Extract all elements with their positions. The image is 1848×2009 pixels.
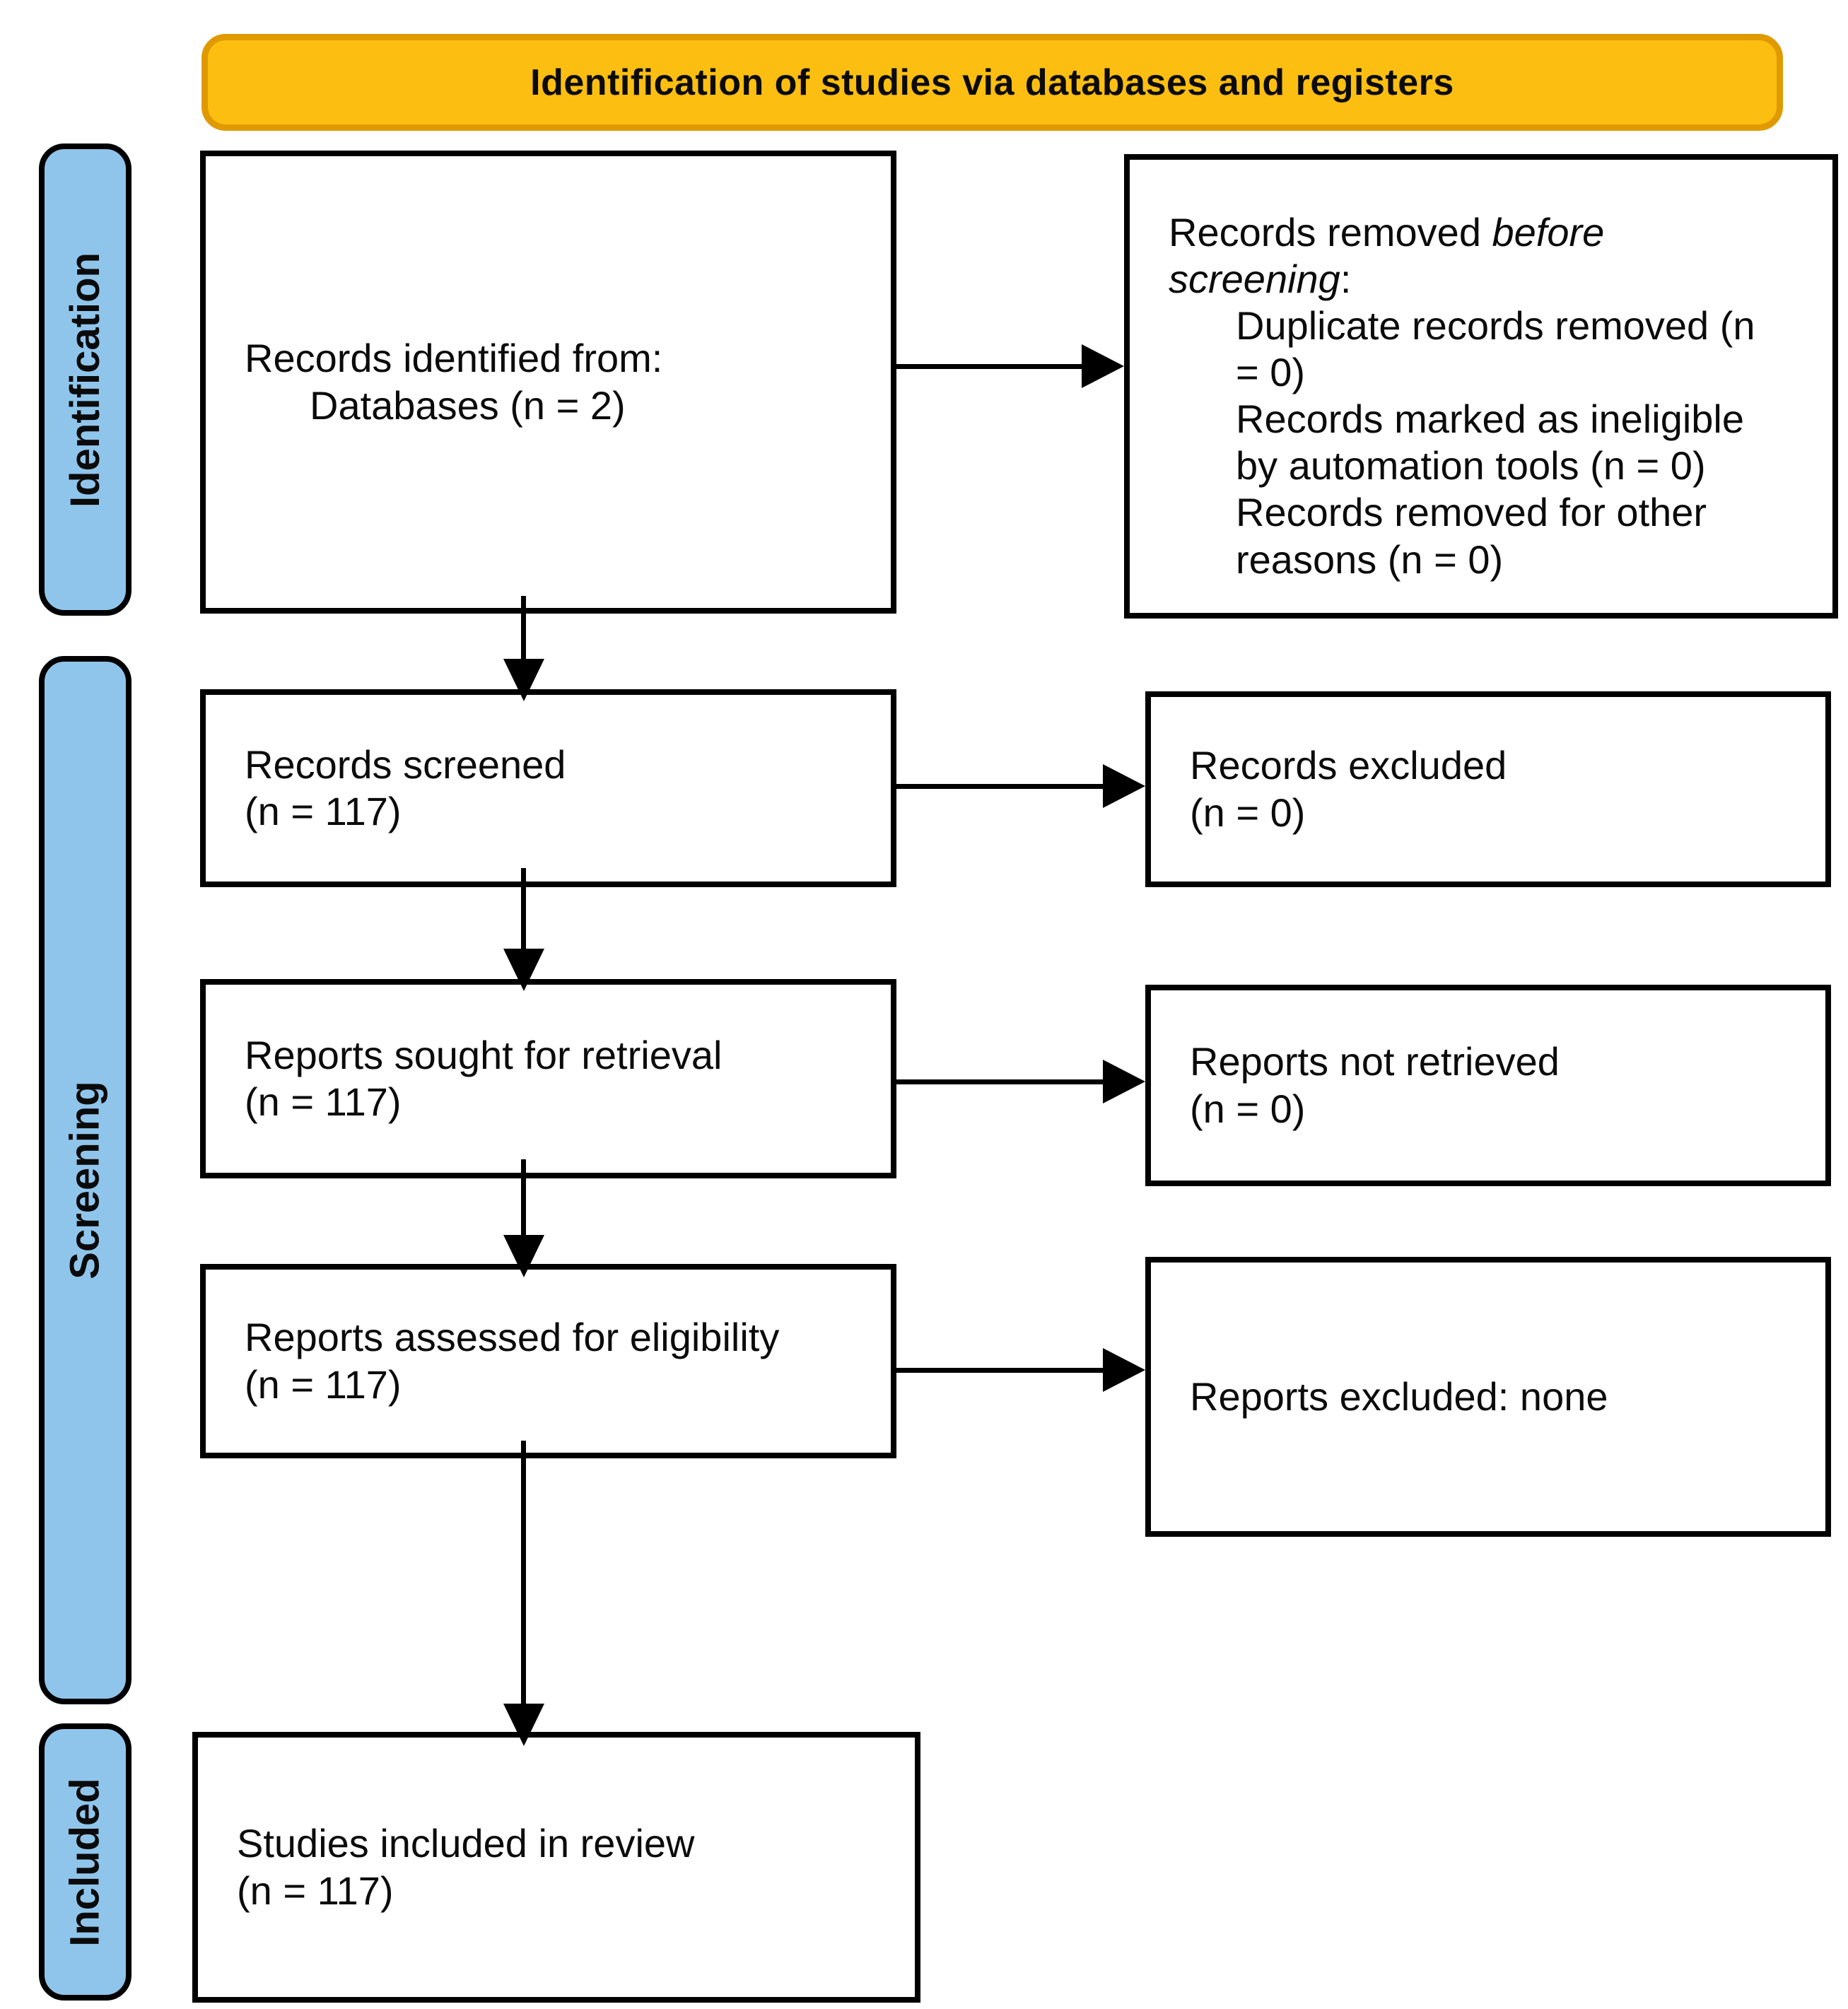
records-excluded-line1: Records excluded: [1190, 743, 1507, 788]
reports-excluded-line1: Reports excluded: none: [1190, 1374, 1608, 1419]
records-identified-line2: Databases (n = 2): [310, 382, 626, 428]
box-reports-assessed-text: Reports assessed for eligibility (n = 11…: [206, 1314, 891, 1407]
box-records-identified: Records identified from: Databases (n = …: [200, 151, 896, 614]
reports-assessed-line1: Reports assessed for eligibility: [245, 1315, 780, 1360]
arrow-line: [896, 784, 1107, 789]
arrowhead-down-icon: [503, 1704, 544, 1746]
records-removed-intro: Records removed before screening:: [1169, 209, 1781, 303]
arrowhead-right-icon: [1103, 764, 1145, 808]
box-records-screened: Records screened (n = 117): [200, 689, 896, 887]
stage-label-identification: Identification: [39, 144, 131, 616]
stage-label-text: Identification: [62, 252, 109, 508]
stage-label-text: Included: [62, 1777, 108, 1947]
box-records-excluded-text: Records excluded (n = 0): [1151, 742, 1825, 836]
records-excluded-line2: (n = 0): [1190, 790, 1306, 835]
arrowhead-down-icon: [503, 659, 544, 701]
reports-not-retrieved-line1: Reports not retrieved: [1190, 1039, 1560, 1084]
arrow-line: [521, 1441, 526, 1704]
records-identified-line1: Records identified from:: [245, 336, 663, 381]
records-removed-intro-plain: Records removed: [1169, 210, 1492, 254]
box-records-screened-text: Records screened (n = 117): [206, 742, 891, 835]
box-reports-sought-text: Reports sought for retrieval (n = 117): [206, 1032, 891, 1125]
records-removed-intro-italic: before screening: [1169, 210, 1605, 302]
box-reports-excluded: Reports excluded: none: [1145, 1257, 1831, 1537]
box-studies-included-text: Studies included in review (n = 117): [198, 1820, 915, 1914]
arrowhead-right-icon: [1103, 1060, 1145, 1103]
box-reports-excluded-text: Reports excluded: none: [1151, 1374, 1825, 1420]
box-records-removed-text: Records removed before screening: Duplic…: [1130, 160, 1832, 583]
records-screened-line1: Records screened: [245, 742, 566, 787]
banner-identification-via-databases: Identification of studies via databases …: [201, 34, 1783, 131]
box-records-excluded: Records excluded (n = 0): [1145, 691, 1831, 887]
arrowhead-down-icon: [503, 1235, 544, 1277]
reports-not-retrieved-line2: (n = 0): [1190, 1086, 1306, 1131]
arrowhead-right-icon: [1103, 1348, 1145, 1392]
records-removed-item: Duplicate records removed (n = 0): [1236, 303, 1755, 395]
records-screened-line2: (n = 117): [245, 789, 402, 833]
arrowhead-right-icon: [1082, 344, 1124, 388]
box-reports-assessed: Reports assessed for eligibility (n = 11…: [200, 1264, 896, 1458]
records-removed-intro-colon: :: [1340, 257, 1352, 302]
reports-sought-line1: Reports sought for retrieval: [245, 1032, 723, 1077]
reports-assessed-line2: (n = 117): [245, 1361, 402, 1407]
banner-title: Identification of studies via databases …: [530, 62, 1454, 103]
box-studies-included: Studies included in review (n = 117): [192, 1732, 920, 2003]
arrow-line: [896, 364, 1086, 369]
studies-included-line2: (n = 117): [237, 1868, 394, 1913]
arrow-line: [521, 1159, 526, 1236]
studies-included-line1: Studies included in review: [237, 1821, 695, 1866]
box-records-removed: Records removed before screening: Duplic…: [1124, 154, 1838, 619]
box-records-identified-text: Records identified from: Databases (n = …: [206, 335, 891, 428]
arrow-line: [521, 868, 526, 949]
box-reports-not-retrieved: Reports not retrieved (n = 0): [1145, 985, 1831, 1186]
arrow-line: [896, 1368, 1107, 1373]
stage-label-text: Screening: [62, 1081, 108, 1279]
records-removed-item: Records marked as ineligible by automati…: [1236, 397, 1745, 488]
stage-label-included: Included: [39, 1723, 131, 2001]
arrow-line: [896, 1079, 1107, 1084]
arrowhead-down-icon: [503, 949, 544, 991]
records-removed-item: Records removed for other reasons (n = 0…: [1236, 490, 1707, 582]
reports-sought-line2: (n = 117): [245, 1079, 402, 1124]
box-reports-not-retrieved-text: Reports not retrieved (n = 0): [1151, 1038, 1825, 1132]
arrow-line: [521, 596, 526, 660]
stage-label-screening: Screening: [39, 656, 131, 1704]
box-reports-sought: Reports sought for retrieval (n = 117): [200, 979, 896, 1178]
